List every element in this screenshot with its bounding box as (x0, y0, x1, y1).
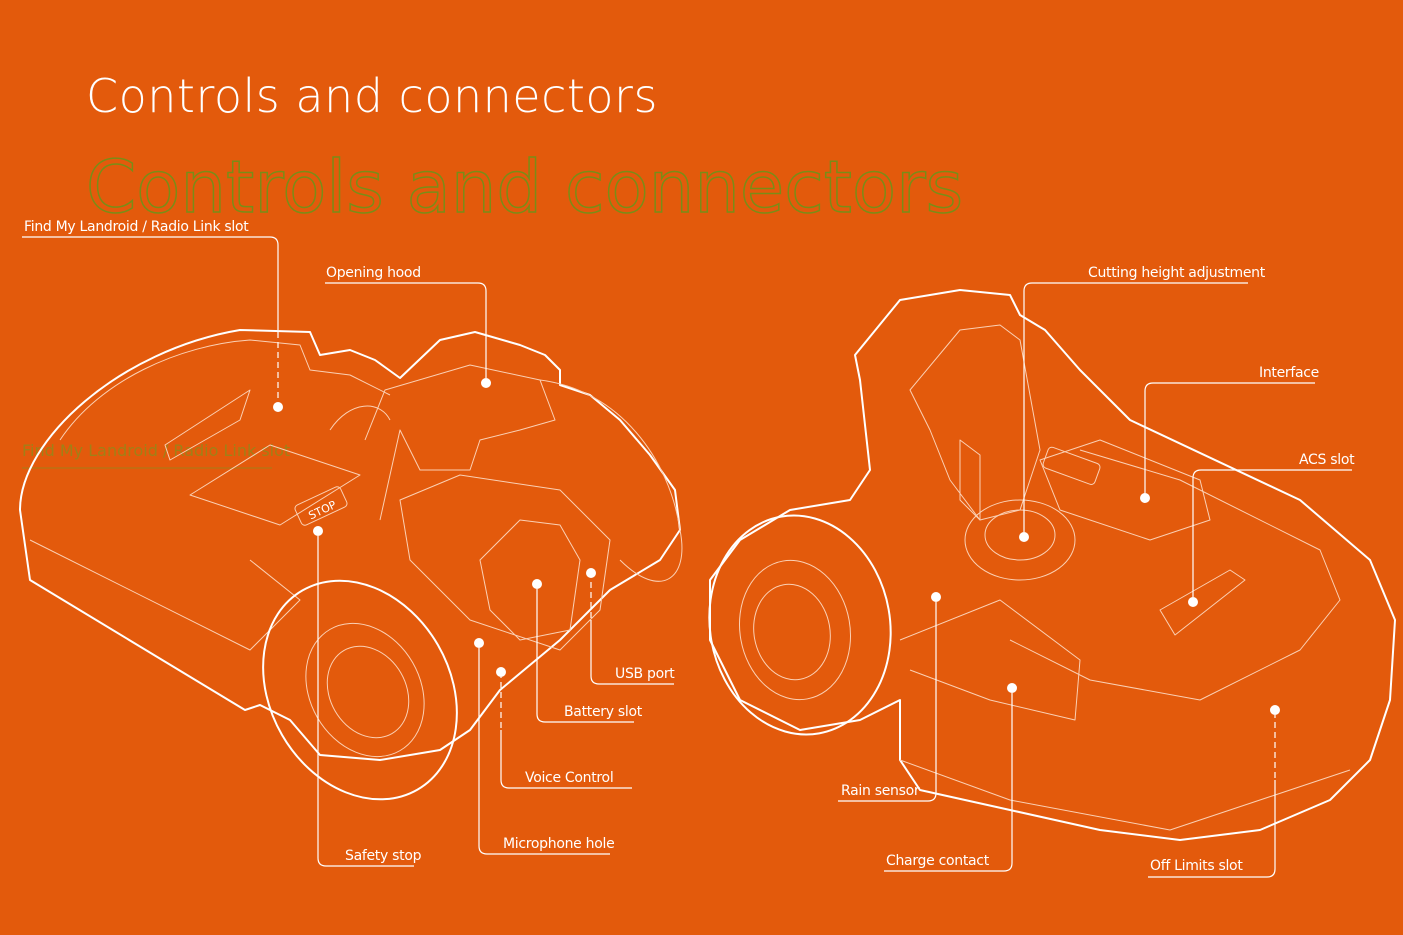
svg-text:Voice Control: Voice Control (525, 770, 613, 786)
callout-find-my-landroid: Find My Landroid / Radio Link slot (22, 219, 283, 412)
ghost-label: Find My Landroid / Radio Link slot (22, 441, 290, 460)
callout-rain-sensor: Rain sensor (838, 592, 941, 802)
left-mower-illustration: STOP (19, 329, 683, 801)
stop-button-label: STOP (307, 498, 339, 522)
svg-text:ACS slot: ACS slot (1299, 452, 1355, 468)
callout-battery-slot: Battery slot (532, 579, 643, 723)
svg-text:Find My Landroid / Radio Link: Find My Landroid / Radio Link slot (24, 219, 249, 235)
callout-microphone-hole: Microphone hole (474, 638, 615, 855)
callout-interface: Interface (1140, 365, 1319, 503)
svg-text:Interface: Interface (1259, 365, 1319, 381)
callout-cutting-height: Cutting height adjustment (1019, 265, 1266, 542)
svg-text:Charge contact: Charge contact (886, 853, 990, 869)
svg-text:Rain sensor: Rain sensor (841, 783, 920, 799)
find-my-landroid-point (273, 402, 283, 412)
svg-text:USB port: USB port (615, 666, 675, 682)
callout-voice-control: Voice Control (496, 667, 632, 789)
callout-usb-port: USB port (586, 568, 676, 685)
svg-text:Microphone hole: Microphone hole (503, 836, 614, 852)
callout-acs-slot: ACS slot (1188, 452, 1355, 607)
callout-charge-contact: Charge contact (884, 683, 1017, 872)
svg-text:Battery slot: Battery slot (564, 704, 643, 720)
callout-opening-hood: Opening hood (325, 265, 491, 388)
callout-off-limits: Off Limits slot (1148, 705, 1280, 878)
callout-safety-stop: Safety stop (313, 526, 422, 867)
page-title: Controls and connectors (86, 69, 658, 123)
ghost-title: Controls and connectors (86, 145, 963, 229)
svg-text:Opening hood: Opening hood (326, 265, 421, 281)
svg-text:Cutting height adjustment: Cutting height adjustment (1088, 265, 1266, 281)
right-mower-illustration (708, 289, 1396, 841)
svg-text:Safety stop: Safety stop (345, 848, 422, 864)
svg-text:Off Limits slot: Off Limits slot (1150, 858, 1243, 874)
